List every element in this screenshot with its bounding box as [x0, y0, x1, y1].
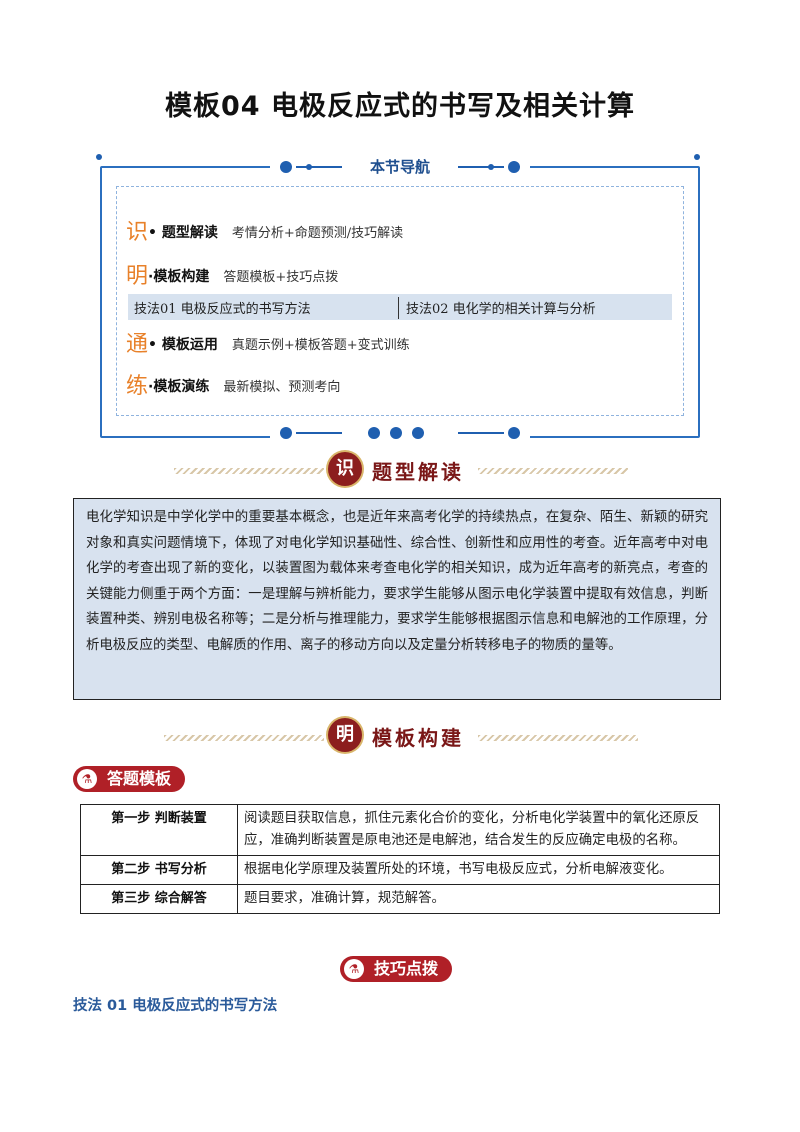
nav-desc: 考情分析+命题预测/技巧解读: [231, 226, 404, 241]
nav-header-title: 本节导航: [369, 158, 430, 176]
flask-icon: ⚗: [77, 769, 97, 789]
banner-decor-line: [164, 735, 324, 741]
banner-decor-line: [478, 468, 628, 474]
header-dot-left: [280, 161, 292, 173]
tag-label: 技巧点拨: [374, 959, 439, 978]
nav-char: 识: [126, 220, 149, 245]
banner-decor-line: [478, 735, 638, 741]
nav-label: • 题型解读: [148, 225, 218, 241]
nav-desc: 最新模拟、预测考向: [223, 380, 341, 395]
step-name: 第三步 综合解答: [80, 884, 238, 914]
footer-dot: [508, 427, 520, 439]
nav-label: • 模板运用: [148, 337, 218, 353]
header-dot-small: [306, 164, 312, 170]
nav-row-identify: 识• 题型解读考情分析+命题预测/技巧解读: [126, 214, 403, 246]
nav-inner-frame: [116, 186, 684, 416]
answer-template-tag: ⚗ 答题模板: [73, 766, 186, 792]
header-dot-right: [508, 161, 520, 173]
nav-desc: 真题示例+模板答题+变式训练: [231, 338, 410, 353]
nav-desc: 答题模板+技巧点拨: [223, 270, 339, 285]
section-seal: 识: [328, 452, 362, 486]
table-row: 第一步 判断装置 阅读题目获取信息，抓住元素化合价的变化，分析电化学装置中的氧化…: [80, 804, 720, 856]
table-row: 第三步 综合解答 题目要求，准确计算，规范解答。: [80, 884, 720, 914]
section-title: 题型解读: [372, 460, 464, 484]
technique-divider: [398, 297, 399, 319]
nav-row-practice: 练·模板演练最新模拟、预测考向: [126, 368, 340, 400]
technique-item: 技法02 电化学的相关计算与分析: [406, 302, 596, 317]
footer-dot: [280, 427, 292, 439]
nav-char: 练: [126, 374, 149, 399]
table-row: 第二步 书写分析 根据电化学原理及装置所处的环境，书写电极反应式，分析电解液变化…: [80, 855, 720, 885]
technique-item: 技法01 电极反应式的书写方法: [134, 302, 311, 317]
intro-text: 电化学知识是中学化学中的重要基本概念，也是近年来高考化学的持续热点，在复杂、陌生…: [86, 510, 708, 653]
technique-band: 技法01 电极反应式的书写方法 技法02 电化学的相关计算与分析: [128, 294, 672, 320]
frame-corner-dot: [694, 154, 700, 160]
section-title: 模板构建: [372, 726, 464, 750]
step-name: 第二步 书写分析: [80, 855, 238, 885]
footer-line: [296, 432, 342, 434]
step-desc: 题目要求，准确计算，规范解答。: [237, 884, 720, 914]
header-line-left: [296, 166, 342, 168]
steps-table: 第一步 判断装置 阅读题目获取信息，抓住元素化合价的变化，分析电化学装置中的氧化…: [80, 804, 720, 914]
banner-decor-line: [174, 468, 324, 474]
tips-tag: ⚗ 技巧点拨: [340, 956, 453, 982]
page-title: 模板04 电极反应式的书写及相关计算: [165, 91, 635, 122]
header-dot-small: [488, 164, 494, 170]
flask-icon: ⚗: [344, 959, 364, 979]
footer-dot: [412, 427, 424, 439]
frame-corner-dot: [96, 154, 102, 160]
step-desc: 阅读题目获取信息，抓住元素化合价的变化，分析电化学装置中的氧化还原反应，准确判断…: [237, 804, 720, 856]
footer-dot: [368, 427, 380, 439]
step-name: 第一步 判断装置: [80, 804, 238, 856]
step-desc: 根据电化学原理及装置所处的环境，书写电极反应式，分析电解液变化。: [237, 855, 720, 885]
nav-row-apply: 通• 模板运用真题示例+模板答题+变式训练: [126, 326, 410, 358]
nav-row-understand: 明·模板构建答题模板+技巧点拨: [126, 258, 338, 290]
intro-box: 电化学知识是中学化学中的重要基本概念，也是近年来高考化学的持续热点，在复杂、陌生…: [73, 498, 721, 700]
nav-label: ·模板演练: [148, 379, 210, 395]
footer-line: [458, 432, 504, 434]
tag-label: 答题模板: [107, 769, 172, 788]
section-seal: 明: [328, 718, 362, 752]
method-heading: 技法 01 电极反应式的书写方法: [73, 998, 278, 1014]
header-line-right: [458, 166, 504, 168]
nav-char: 通: [126, 332, 149, 357]
nav-char: 明: [126, 264, 149, 289]
footer-dot: [390, 427, 402, 439]
nav-label: ·模板构建: [148, 269, 210, 285]
